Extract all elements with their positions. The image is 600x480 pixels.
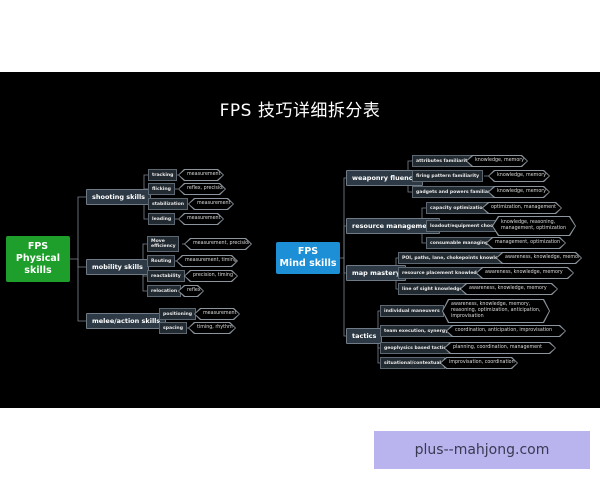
skill-reactability: reactability — [147, 270, 185, 282]
skill-flicking: flicking — [148, 183, 175, 195]
desc-routing: measurement, timing — [177, 256, 237, 266]
skill-spacing: spacing — [159, 322, 187, 334]
skill-gadgets-powers-familiarity: gadgets and powers familiarity — [412, 186, 502, 198]
desc-poi-paths-knowledge: awareness, knowledge, memory — [497, 253, 581, 263]
desc-attributes-familiarity: knowledge, memory — [467, 156, 527, 166]
mind-root-node: FPS Mind skills — [276, 242, 340, 274]
skill-stabilization: stabilization — [148, 198, 189, 210]
desc-individual-maneuvers: awareness, knowledge, memory, reasoning,… — [443, 300, 549, 322]
desc-situational-contextual: improvisation, coordination — [441, 358, 517, 368]
skill-poi-paths-knowledge: POI, paths, lane, chokepoints knowledge — [398, 252, 512, 264]
desc-resource-placement-knowledge: awareness, knowledge, memory — [477, 268, 573, 278]
skill-move-efficiency: Move efficiency — [147, 236, 179, 252]
desc-relocation: reflex — [179, 286, 203, 296]
skill-team-execution-synergy: team execution, synergy — [380, 325, 453, 337]
diagram-title: FPS 技巧详细拆分表 — [219, 101, 381, 121]
skill-positioning: positioning — [159, 308, 197, 320]
desc-team-execution-synergy: coordination, anticipation, improvisatio… — [447, 326, 565, 336]
desc-reactability: precision, timing — [185, 271, 237, 281]
desc-tracking: measurement — [179, 170, 223, 180]
skill-capacity-optimization: capacity optimization — [426, 202, 490, 214]
desc-spacing: timing, rhythm — [189, 323, 235, 333]
desc-consumable-managing: management, optimization — [487, 238, 565, 248]
skill-leading: leading — [148, 213, 176, 225]
desc-positioning: measurement — [195, 309, 239, 319]
skill-geophysics-based-tactics: geophysics based tactics — [380, 342, 453, 354]
desc-firing-pattern-familiarity: knowledge, memory — [489, 171, 549, 181]
desc-stabilization: measurement — [189, 199, 233, 209]
skill-individual-maneuvers: individual maneuvers — [380, 305, 444, 317]
skill-line-of-sight-knowledge: line of sight knowledge — [398, 283, 467, 295]
physical-root-line2: Physical — [15, 253, 61, 264]
desc-move-efficiency: measurement, precision — [185, 239, 251, 249]
desc-line-of-sight-knowledge: awareness, knowledge, memory — [461, 284, 557, 294]
skill-routing: Routing — [147, 255, 176, 267]
physical-root-line3: skills — [24, 265, 52, 276]
desc-capacity-optimization: optimization, management — [483, 203, 561, 213]
desc-gadgets-powers-familiarity: knowledge, memory — [489, 187, 549, 197]
skill-tracking: tracking — [148, 169, 178, 181]
skill-situational-contextual: situational/contextual — [380, 357, 445, 369]
branch-shooting-skills: shooting skills — [86, 189, 152, 205]
watermark-banner: plus--mahjong.com — [374, 431, 590, 469]
branch-tactics: tactics — [346, 328, 383, 344]
skill-firing-pattern-familiarity: firing pattern familiarity — [412, 170, 484, 182]
skill-consumable-managing: consumable managing — [426, 237, 493, 249]
skill-attributes-familiarity: attributes familiarity — [412, 155, 475, 167]
mind-root-line2: Mind skills — [279, 258, 337, 269]
branch-mobility-skills: mobility skills — [86, 259, 149, 275]
desc-leading: measurement — [179, 214, 223, 224]
branch-melee-action-skills: melee/action skills — [86, 313, 167, 329]
desc-geophysics-based-tactics: planning, coordination, management — [445, 343, 555, 353]
skill-loadout-equipment-choose: loadout/equipment choose — [426, 220, 504, 232]
desc-loadout-equipment-choose: knowledge, reasoning, management, optimi… — [493, 217, 575, 235]
physical-root-node: FPS Physical skills — [6, 236, 70, 282]
physical-root-line1: FPS — [27, 241, 49, 252]
skill-resource-placement-knowledge: resource placement knowledge — [398, 267, 488, 279]
desc-flicking: reflex, precision — [179, 184, 225, 194]
mind-root-line1: FPS — [297, 246, 319, 257]
skill-relocation: relocation — [147, 285, 182, 297]
